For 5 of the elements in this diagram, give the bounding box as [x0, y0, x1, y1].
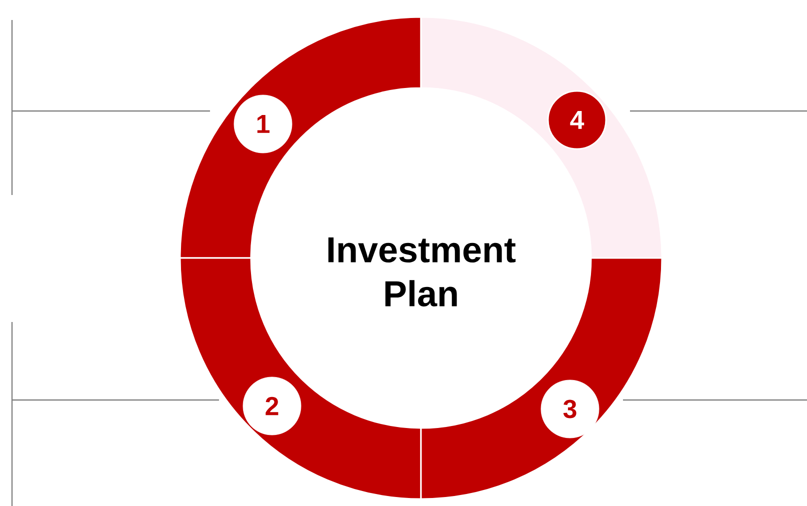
center-title: Investment Plan — [328, 237, 516, 307]
leader-line — [12, 110, 210, 112]
leader-line — [12, 399, 219, 401]
leader-line — [630, 110, 807, 112]
leader-line — [623, 399, 807, 401]
